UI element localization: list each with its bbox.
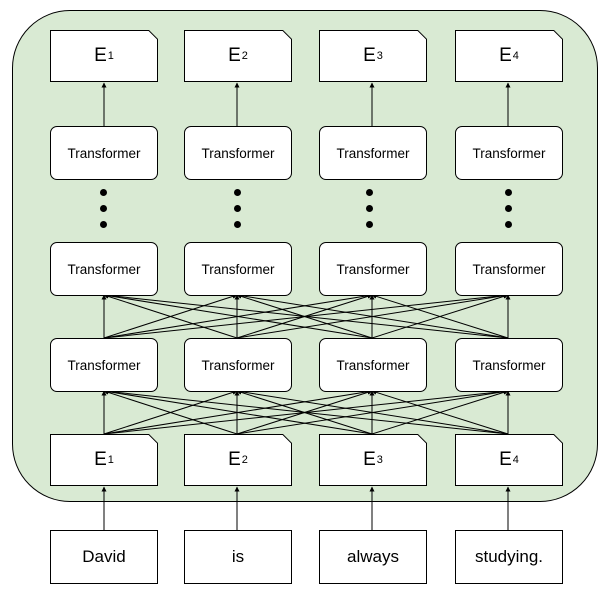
transformer-mid-4: Transformer — [455, 242, 563, 296]
input-word-3: always — [319, 530, 427, 584]
transformer-low-1: Transformer — [50, 338, 158, 392]
transformer-low-4: Transformer — [455, 338, 563, 392]
transformer-top-1: Transformer — [50, 126, 158, 180]
output-embedding-2-sub: 2 — [241, 50, 248, 62]
input-embedding-2-base: E — [228, 449, 241, 470]
input-embedding-4-base: E — [499, 449, 512, 470]
transformer-mid-1: Transformer — [50, 242, 158, 296]
ellipsis-dot — [100, 221, 107, 228]
transformer-mid-3: Transformer — [319, 242, 427, 296]
transformer-low-3: Transformer — [319, 338, 427, 392]
output-embedding-3-sub: 3 — [376, 50, 383, 62]
ellipsis-dot — [505, 189, 512, 196]
input-embedding-1-sub: 1 — [107, 454, 114, 466]
ellipsis-dot — [505, 221, 512, 228]
ellipsis-dot — [100, 205, 107, 212]
transformer-top-3: Transformer — [319, 126, 427, 180]
input-word-4: studying. — [455, 530, 563, 584]
input-word-1: David — [50, 530, 158, 584]
transformer-top-4: Transformer — [455, 126, 563, 180]
input-word-2: is — [184, 530, 292, 584]
ellipsis-dot — [234, 221, 241, 228]
input-embedding-2-sub: 2 — [241, 454, 248, 466]
ellipsis-dot — [100, 189, 107, 196]
ellipsis-dot — [366, 189, 373, 196]
input-embedding-4-sub: 4 — [512, 454, 519, 466]
output-embedding-4-sub: 4 — [512, 50, 519, 62]
ellipsis-dot — [366, 205, 373, 212]
output-embedding-3-base: E — [363, 45, 376, 66]
transformer-mid-2: Transformer — [184, 242, 292, 296]
output-embedding-1-base: E — [94, 45, 107, 66]
ellipsis-dot — [505, 205, 512, 212]
input-embedding-1-base: E — [94, 449, 107, 470]
input-embedding-3-sub: 3 — [376, 454, 383, 466]
output-embedding-2-base: E — [228, 45, 241, 66]
ellipsis-dot — [234, 205, 241, 212]
transformer-low-2: Transformer — [184, 338, 292, 392]
ellipsis-dot — [234, 189, 241, 196]
output-embedding-4-base: E — [499, 45, 512, 66]
ellipsis-dot — [366, 221, 373, 228]
input-embedding-3-base: E — [363, 449, 376, 470]
output-embedding-1-sub: 1 — [107, 50, 114, 62]
transformer-top-2: Transformer — [184, 126, 292, 180]
